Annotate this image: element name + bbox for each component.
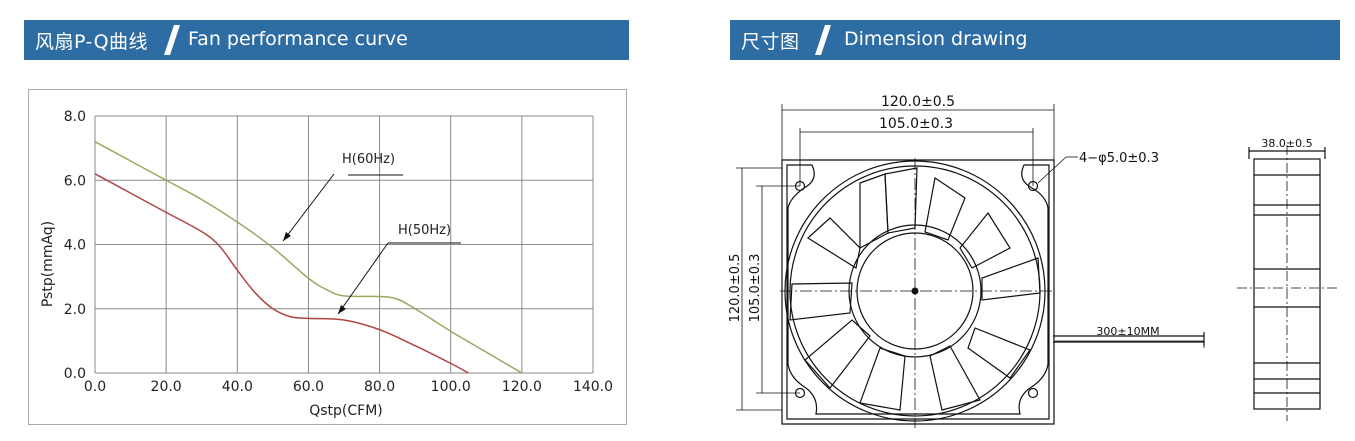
x-tick-label: 0.0 [84, 379, 106, 395]
series-line-h60 [94, 141, 523, 374]
x-tick-label: 120.0 [502, 379, 542, 395]
header-slash-icon [815, 25, 831, 55]
h60-annotation-arrow [282, 173, 335, 242]
fan-inner-frame [786, 164, 1050, 420]
x-tick-label: 140.0 [573, 379, 613, 395]
chart-frame [28, 89, 627, 425]
x-axis-label: Qstp(CFM) [309, 403, 383, 419]
y-tick-label: 2.0 [64, 302, 86, 318]
fan-outer-frame [781, 159, 1055, 425]
header-title-en: Fan performance curve [188, 28, 408, 50]
x-tick-label: 80.0 [364, 379, 395, 395]
overall-height-label: 120.0±0.5 [728, 254, 743, 323]
mount-hole [1027, 387, 1039, 399]
y-tick-label: 4.0 [64, 238, 86, 254]
series-line-h50 [94, 173, 469, 374]
y-tick-label: 0.0 [64, 366, 86, 382]
hole-spacing-vertical-label: 105.0±0.3 [748, 254, 763, 323]
x-tick-label: 20.0 [151, 379, 182, 395]
h60-series-label: H(60Hz) [342, 152, 395, 167]
center-dot [911, 287, 919, 295]
dimension-drawing-header: 尺寸图 Dimension drawing [730, 20, 1340, 60]
chart-series [94, 141, 523, 374]
chart-grid [94, 115, 594, 374]
x-tick-label: 100.0 [431, 379, 471, 395]
h50-series-label: H(50Hz) [398, 223, 451, 238]
pq-chart: 0.0 20.0 40.0 60.0 80.0 100.0 120.0 140.0 0.0 2.0… [28, 89, 627, 425]
h60-arrowhead [283, 232, 291, 241]
x-tick-label: 60.0 [293, 379, 324, 395]
thickness-label: 38.0±0.5 [1261, 137, 1312, 150]
dimension-side-view: 38.0±0.5 [1237, 137, 1337, 421]
y-axis-label: Pstp(mmAq) [40, 221, 56, 307]
overall-width-label: 120.0±0.5 [881, 94, 955, 110]
cable-length-label: 300±10MM [1096, 325, 1159, 338]
cable [1053, 335, 1204, 343]
y-tick-label: 8.0 [64, 109, 86, 125]
header-title-en: Dimension drawing [844, 28, 1028, 50]
h50-annotation-arrow [337, 242, 389, 315]
dimension-front-view: 120.0±0.5 105.0±0.3 4−φ5.0±0.3 120.0±0.5… [728, 94, 1205, 428]
x-tick-label: 40.0 [222, 379, 253, 395]
header-title-zh: 风扇P-Q曲线 [35, 31, 149, 53]
hole-spacing-label: 105.0±0.3 [879, 116, 953, 132]
header-title-zh: 尺寸图 [741, 31, 800, 53]
fan-performance-header: 风扇P-Q曲线 Fan performance curve [24, 20, 629, 60]
chart-ticks: 0.0 20.0 40.0 60.0 80.0 100.0 120.0 140.0 0.0 2.0… [64, 109, 613, 395]
hole-spec-label: 4−φ5.0±0.3 [1079, 151, 1159, 166]
y-tick-label: 6.0 [64, 173, 86, 189]
header-slash-icon [164, 25, 180, 55]
h50-arrowhead [338, 305, 346, 314]
